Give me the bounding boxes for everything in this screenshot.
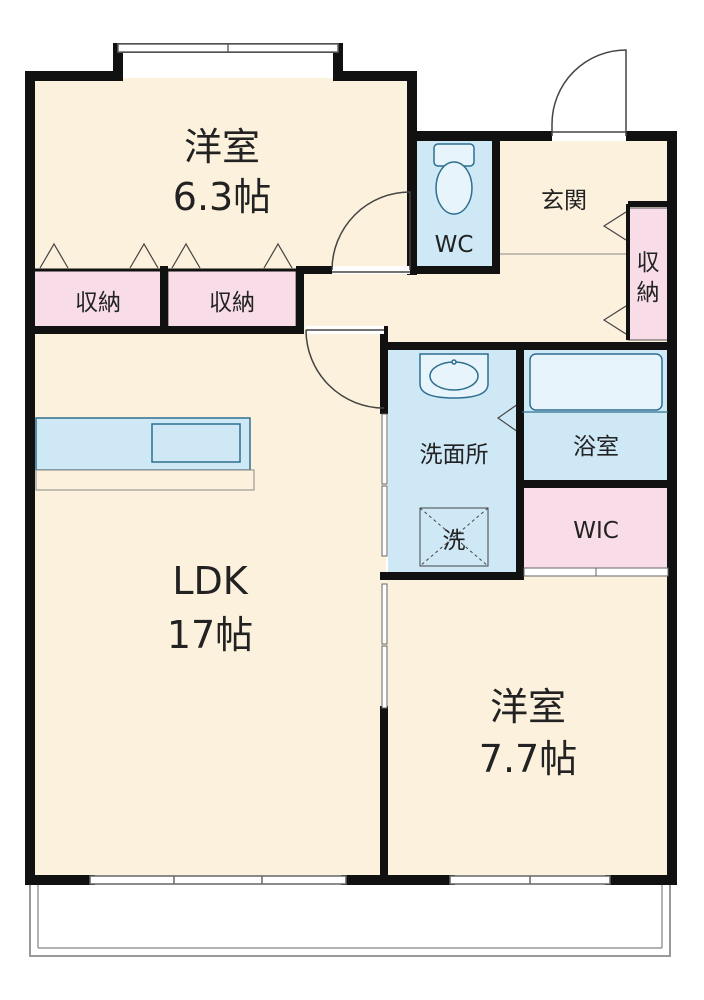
- interior-walls: [26, 132, 676, 884]
- ldk-room: [30, 330, 386, 880]
- western-room-1-size: 6.3帖: [173, 175, 271, 219]
- storage-1-label: 収納: [75, 290, 121, 316]
- balcony: [29, 879, 671, 957]
- ldk-name: LDK: [172, 559, 248, 603]
- storage-2: [167, 269, 297, 329]
- window-ldk: [89, 875, 347, 885]
- door-swings: [305, 49, 627, 409]
- storage-2-label: 収納: [209, 290, 255, 316]
- walk-in-closet: [524, 486, 668, 574]
- western-room-2-name: 洋室: [490, 685, 566, 729]
- wc-label: WC: [435, 232, 474, 258]
- wash-basin-icon: [419, 353, 489, 399]
- storage-vertical: [627, 207, 669, 341]
- storage-v-label-2: 納: [637, 280, 660, 306]
- washroom-label: 洗面所: [420, 442, 489, 468]
- western-room-1-name: 洋室: [184, 125, 260, 169]
- kitchen-sink: [151, 423, 241, 463]
- storage-v-label-1: 収: [637, 250, 660, 276]
- bathtub-icon: [529, 353, 663, 411]
- toilet-icon: [433, 143, 475, 215]
- western-room-2: [386, 576, 670, 880]
- washer-label: 洗: [443, 528, 466, 554]
- storage-1: [33, 269, 163, 329]
- wic-label: WIC: [573, 518, 619, 544]
- bath-label: 浴室: [573, 434, 619, 460]
- western-room-2-size: 7.7帖: [479, 737, 577, 781]
- storage-door-marks: [39, 211, 627, 433]
- ldk-size: 17帖: [167, 613, 253, 657]
- western-room-1: [30, 78, 412, 274]
- washer-pan-icon: [419, 507, 489, 567]
- entrance-label: 玄関: [541, 188, 587, 214]
